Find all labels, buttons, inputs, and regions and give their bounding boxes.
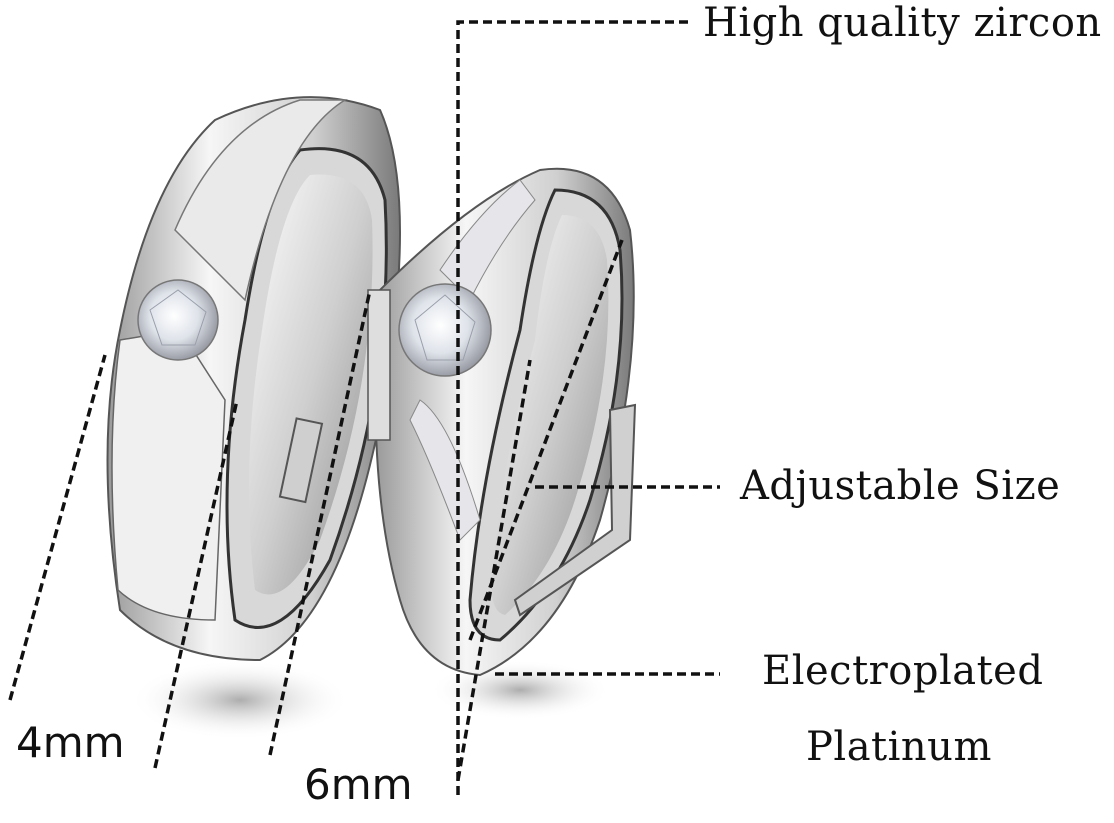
- leader-4mm-b: [153, 399, 239, 769]
- leader-lines: [8, 20, 720, 795]
- shadow: [130, 660, 350, 740]
- callout-platinum: Platinum: [806, 724, 992, 770]
- leader-6mm-b: [456, 359, 532, 781]
- leader-zircon: [456, 20, 690, 795]
- callout-adjustable-size: Adjustable Size: [740, 463, 1061, 509]
- leader-6mm-a: [268, 289, 372, 756]
- dimension-4mm: 4mm: [16, 718, 125, 767]
- mens-ring: [106, 96, 401, 662]
- zircon-stone: [137, 279, 219, 361]
- womens-ring: [367, 167, 637, 677]
- leader-4mm-a: [8, 354, 107, 701]
- callout-zircon: High quality zircon: [703, 0, 1102, 46]
- dimension-6mm: 6mm: [304, 760, 413, 809]
- leader-adjustable-diag: [468, 239, 624, 641]
- zircon-stone: [398, 283, 492, 377]
- callout-electroplated: Electroplated: [762, 648, 1044, 694]
